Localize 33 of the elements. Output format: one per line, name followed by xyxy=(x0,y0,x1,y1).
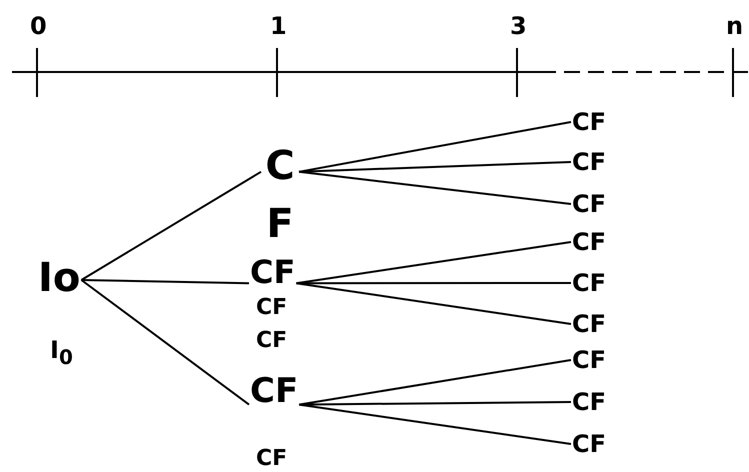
node-label: CF xyxy=(572,312,606,336)
node-label: CF xyxy=(572,348,606,372)
node-label: C F xyxy=(262,137,298,253)
branch-line xyxy=(298,161,572,173)
annotation-text: I$_{0}$ xyxy=(50,338,73,367)
node-label: CF xyxy=(250,374,298,408)
branch-line xyxy=(298,170,572,205)
tick-label: 0 xyxy=(30,14,47,38)
branch-line xyxy=(80,170,262,281)
branch-line xyxy=(81,279,250,284)
node-label: Io xyxy=(38,258,80,298)
node-label: CF xyxy=(572,271,606,295)
branch-line xyxy=(299,404,572,445)
node-label: CF xyxy=(572,432,606,456)
branch-line xyxy=(298,121,572,173)
branch-line xyxy=(299,359,572,406)
branch-line xyxy=(80,279,250,406)
annotation-text: CF xyxy=(256,330,288,352)
branch-line xyxy=(299,401,571,406)
branch-line xyxy=(296,241,572,284)
node-label: CF xyxy=(572,390,606,414)
node-label: CF xyxy=(250,256,296,288)
node-label: CF xyxy=(572,110,606,134)
node-label: CF xyxy=(572,150,606,174)
node-label: CF xyxy=(572,230,606,254)
tick-label: n xyxy=(726,14,744,38)
node-label: CF xyxy=(572,192,606,216)
annotation-text: CF xyxy=(256,297,288,319)
branch-line xyxy=(296,282,571,284)
tick-label: 3 xyxy=(510,14,527,38)
tick-label: 1 xyxy=(270,14,287,38)
annotation-text: CF xyxy=(256,448,288,470)
branch-line xyxy=(296,282,572,325)
